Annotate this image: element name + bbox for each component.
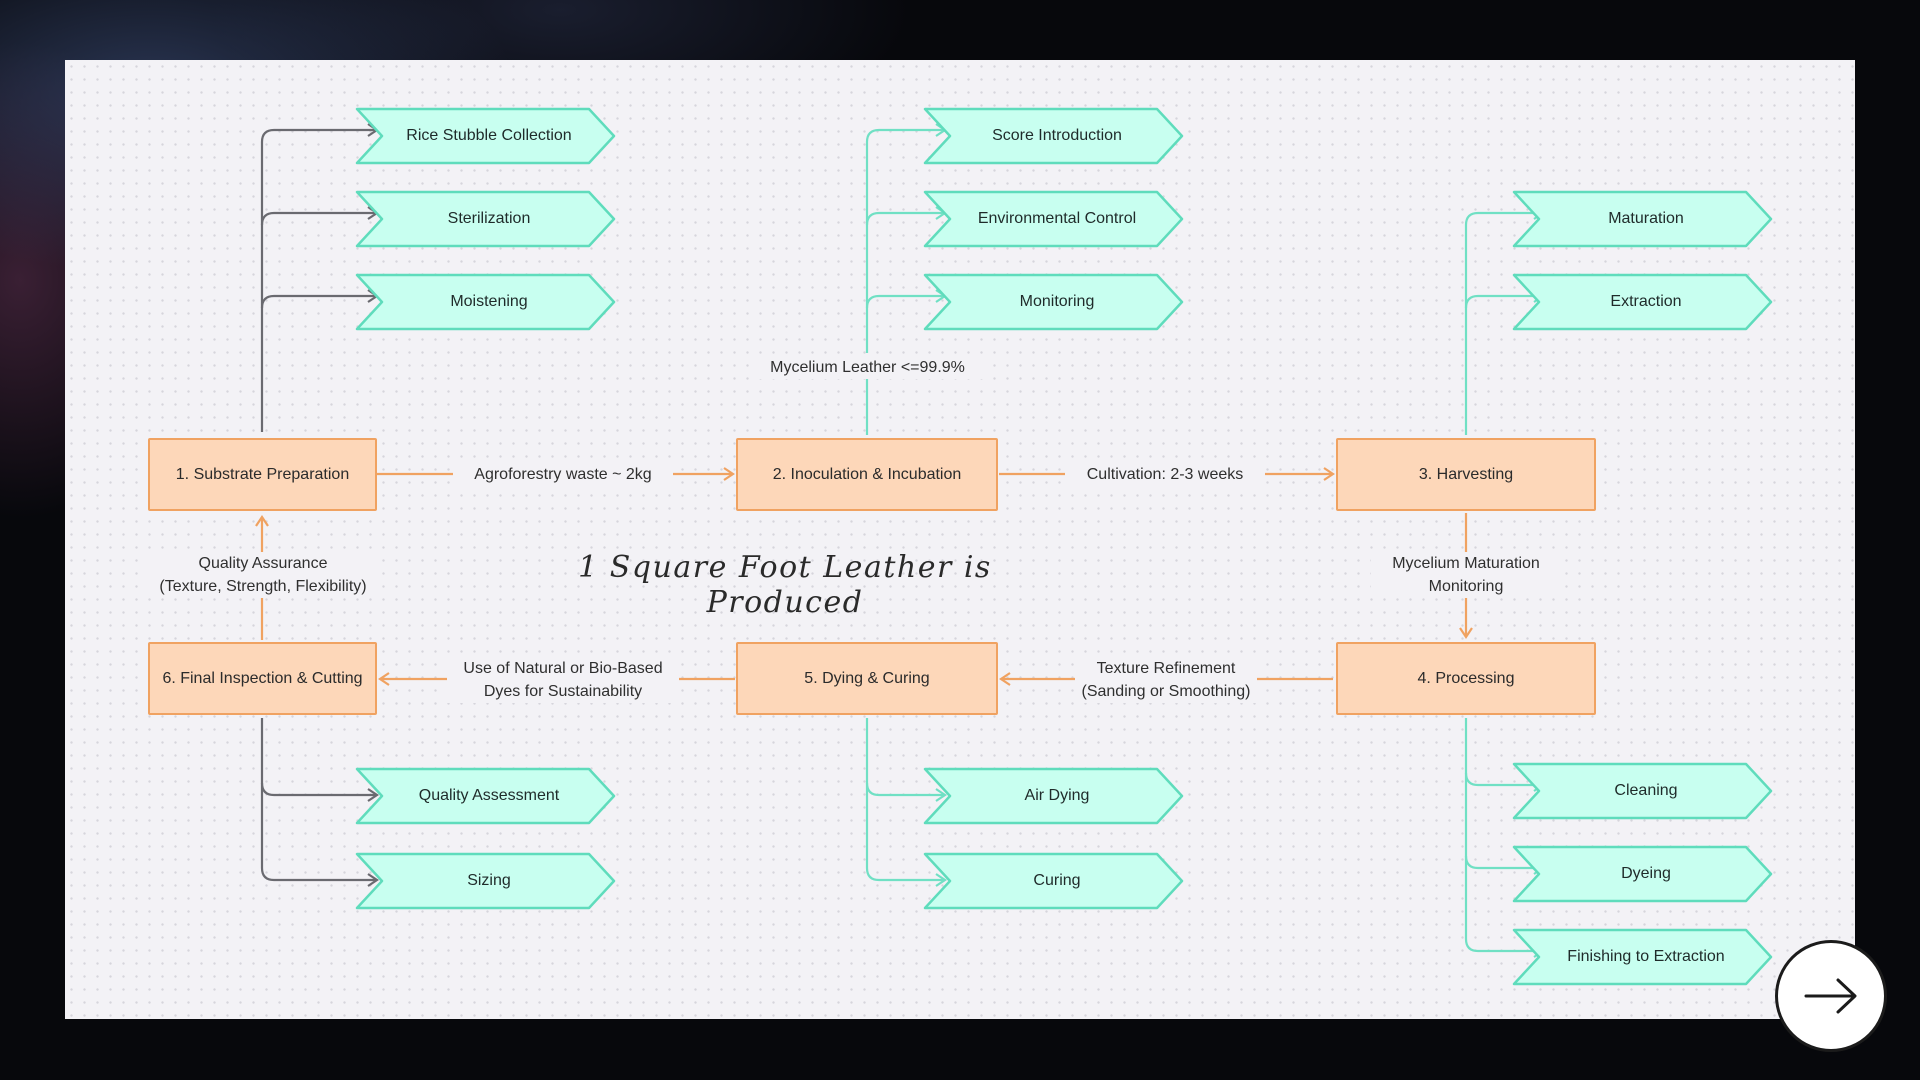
node-harvesting[interactable]: 3. Harvesting: [1336, 438, 1596, 511]
node-final-inspection-cutting[interactable]: 6. Final Inspection & Cutting: [148, 642, 377, 715]
edge-label-mycelium-leather: Mycelium Leather <=99.9%: [750, 356, 985, 379]
tag-label: Score Introduction: [992, 127, 1122, 144]
chevron-tag-shape: [355, 190, 616, 248]
tag-label: Quality Assessment: [418, 787, 560, 804]
edge-label-mycelium-maturation: Mycelium Maturation Monitoring: [1371, 552, 1561, 598]
diagram-canvas: Rice Stubble Collection Sterilization Mo…: [65, 60, 1855, 1019]
chevron-tag-shape: [923, 190, 1184, 248]
tag-label: Maturation: [1608, 210, 1684, 227]
chevron-tag-shape: [355, 273, 616, 331]
arrow-right-icon: [1804, 978, 1857, 1014]
tag-dyeing[interactable]: Dyeing: [1512, 845, 1774, 903]
chevron-tag-shape: [355, 107, 616, 165]
tag-score-introduction[interactable]: Score Introduction: [923, 107, 1185, 165]
connector-n3-tag1: [1464, 206, 1545, 435]
tag-quality-assessment[interactable]: Quality Assessment: [355, 767, 617, 825]
tag-cleaning[interactable]: Cleaning: [1512, 762, 1774, 820]
tag-rice-stubble-collection[interactable]: Rice Stubble Collection: [355, 107, 617, 165]
node-label: 5. Dying & Curing: [804, 669, 930, 687]
edge-label-texture-refinement: Texture Refinement (Sanding or Smoothing…: [1075, 657, 1257, 703]
tag-moistening[interactable]: Moistening: [355, 273, 617, 331]
diagram-title: 1 Square Foot Leather is Produced: [578, 550, 992, 620]
connector-n2-tag3: [865, 289, 947, 309]
tag-label: Environmental Control: [977, 210, 1137, 227]
node-label: 4. Processing: [1417, 669, 1515, 687]
tag-sterilization[interactable]: Sterilization: [355, 190, 617, 248]
connector-n2-tag1: [865, 123, 947, 353]
tag-label: Sterilization: [447, 210, 531, 227]
chevron-tag-shape: [923, 107, 1184, 165]
connector-n1-tag2: [260, 206, 379, 226]
chevron-tag-shape: [355, 767, 616, 825]
edge-label-agroforestry-waste: Agroforestry waste ~ 2kg: [453, 463, 673, 486]
tag-label: Finishing to Extraction: [1567, 948, 1725, 965]
chevron-tag-shape: [1512, 845, 1773, 903]
tag-environmental-control[interactable]: Environmental Control: [923, 190, 1185, 248]
edge-label-cultivation: Cultivation: 2-3 weeks: [1065, 463, 1265, 486]
connector-n2-tag2: [865, 206, 947, 226]
chevron-tag-shape: [923, 767, 1184, 825]
edge-label-natural-dyes: Use of Natural or Bio-Based Dyes for Sus…: [447, 657, 679, 703]
tag-label: Dyeing: [1621, 865, 1671, 882]
edge-label-quality-assurance: Quality Assurance (Texture, Strength, Fl…: [147, 552, 379, 598]
tag-extraction[interactable]: Extraction: [1512, 273, 1774, 331]
node-substrate-preparation[interactable]: 1. Substrate Preparation: [148, 438, 377, 511]
tag-air-dying[interactable]: Air Dying: [923, 767, 1185, 825]
chevron-tag-shape: [923, 852, 1184, 910]
node-processing[interactable]: 4. Processing: [1336, 642, 1596, 715]
chevron-tag-shape: [355, 852, 616, 910]
tag-label: Monitoring: [1019, 293, 1095, 310]
node-label: 2. Inoculation & Incubation: [772, 465, 962, 483]
tag-label: Air Dying: [1024, 787, 1090, 804]
tag-curing[interactable]: Curing: [923, 852, 1185, 910]
node-inoculation-incubation[interactable]: 2. Inoculation & Incubation: [736, 438, 998, 511]
tag-finishing-to-extraction[interactable]: Finishing to Extraction: [1512, 928, 1774, 986]
tag-label: Extraction: [1610, 293, 1682, 310]
chevron-tag-shape: [1512, 928, 1773, 986]
connector-n1-tag1: [260, 123, 379, 432]
node-label: 1. Substrate Preparation: [175, 465, 350, 483]
connector-n1-tag3: [260, 289, 379, 309]
connector-n5-tag2: [865, 783, 947, 887]
connector-n6-tag2: [260, 783, 379, 887]
chevron-tag-shape: [923, 273, 1184, 331]
tag-label: Rice Stubble Collection: [406, 127, 572, 144]
tag-label: Moistening: [450, 293, 528, 310]
tag-maturation[interactable]: Maturation: [1512, 190, 1774, 248]
tag-label: Cleaning: [1614, 782, 1678, 799]
tag-sizing[interactable]: Sizing: [355, 852, 617, 910]
connector-n3-tag2: [1464, 289, 1545, 309]
chevron-tag-shape: [1512, 762, 1773, 820]
connector-n4-tag3: [1464, 856, 1545, 958]
chevron-tag-shape: [1512, 190, 1773, 248]
node-label: 3. Harvesting: [1418, 465, 1514, 483]
chevron-tag-shape: [1512, 273, 1773, 331]
next-button[interactable]: [1775, 940, 1887, 1052]
tag-monitoring[interactable]: Monitoring: [923, 273, 1185, 331]
node-dying-curing[interactable]: 5. Dying & Curing: [736, 642, 998, 715]
tag-label: Curing: [1033, 872, 1081, 889]
node-label: 6. Final Inspection & Cutting: [162, 669, 363, 687]
tag-label: Sizing: [467, 872, 511, 889]
